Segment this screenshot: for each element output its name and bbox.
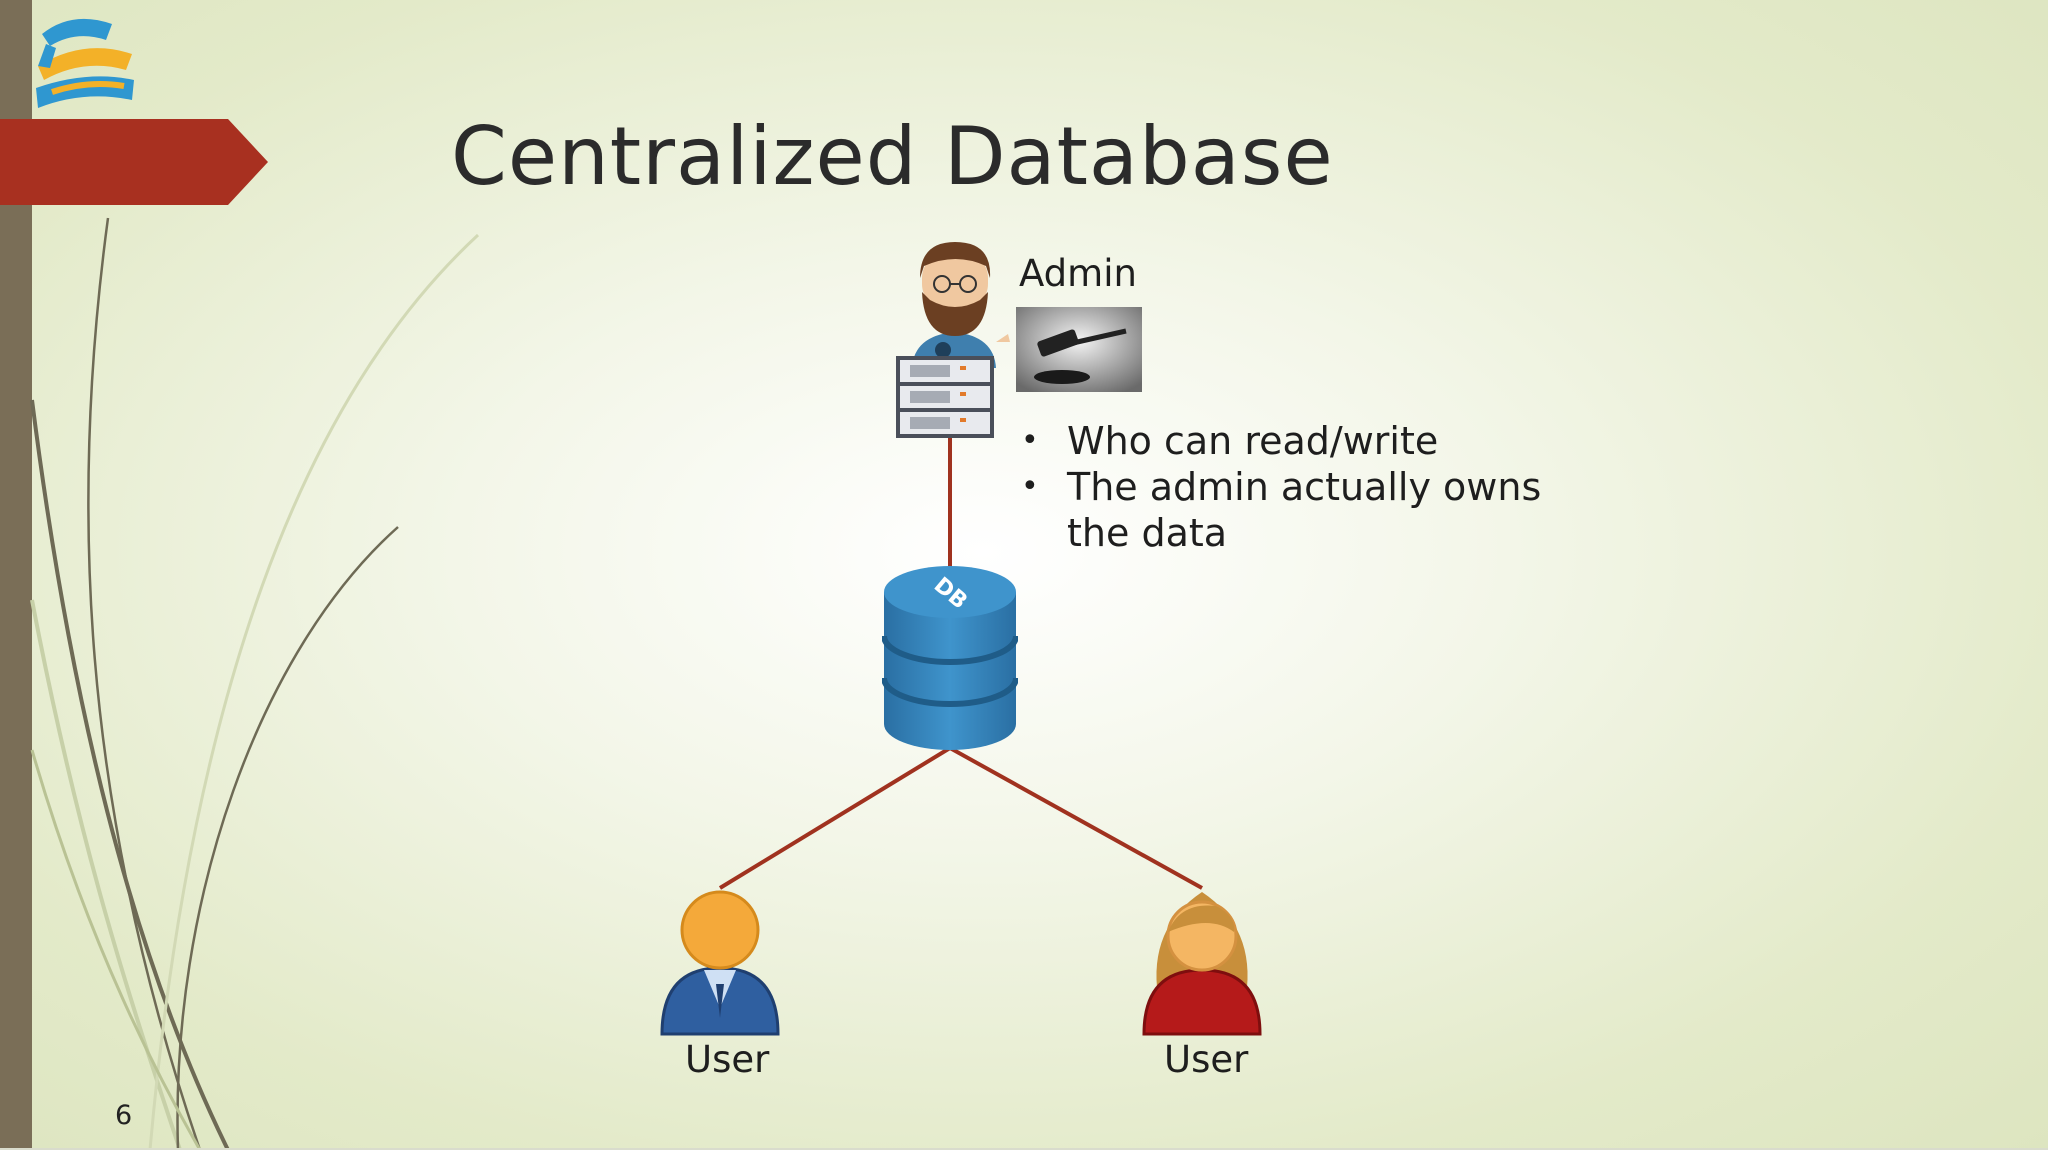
db-user1-connector bbox=[718, 746, 952, 890]
bullet-text: Who can read/write bbox=[1067, 419, 1439, 463]
admin-avatar-icon bbox=[912, 242, 1010, 368]
user-male-icon bbox=[660, 890, 780, 1036]
user-label-left: User bbox=[685, 1038, 770, 1081]
page-number: 6 bbox=[115, 1100, 133, 1131]
title-accent-arrow bbox=[0, 119, 268, 205]
user-female-icon bbox=[1142, 892, 1262, 1036]
database-icon: DB bbox=[882, 566, 1018, 750]
db-user2-connector bbox=[949, 746, 1203, 890]
gavel-image bbox=[1016, 307, 1142, 392]
bullet-item: • Who can read/write bbox=[1015, 418, 1587, 464]
bottom-divider bbox=[0, 1148, 2048, 1150]
admin-label: Admin bbox=[1019, 252, 1137, 295]
server-rack-icon bbox=[896, 356, 994, 438]
user-label-right: User bbox=[1164, 1038, 1249, 1081]
bullet-item: • The admin actually owns the data bbox=[1015, 464, 1587, 556]
decorative-curves bbox=[30, 217, 480, 1150]
bullet-text: The admin actually owns the data bbox=[1067, 465, 1542, 555]
bullet-list: • Who can read/write • The admin actuall… bbox=[1015, 418, 1587, 556]
logo bbox=[32, 10, 140, 114]
bullet-dot: • bbox=[1021, 423, 1039, 458]
slide-title: Centralized Database bbox=[451, 110, 1334, 203]
bullet-dot: • bbox=[1021, 469, 1039, 504]
